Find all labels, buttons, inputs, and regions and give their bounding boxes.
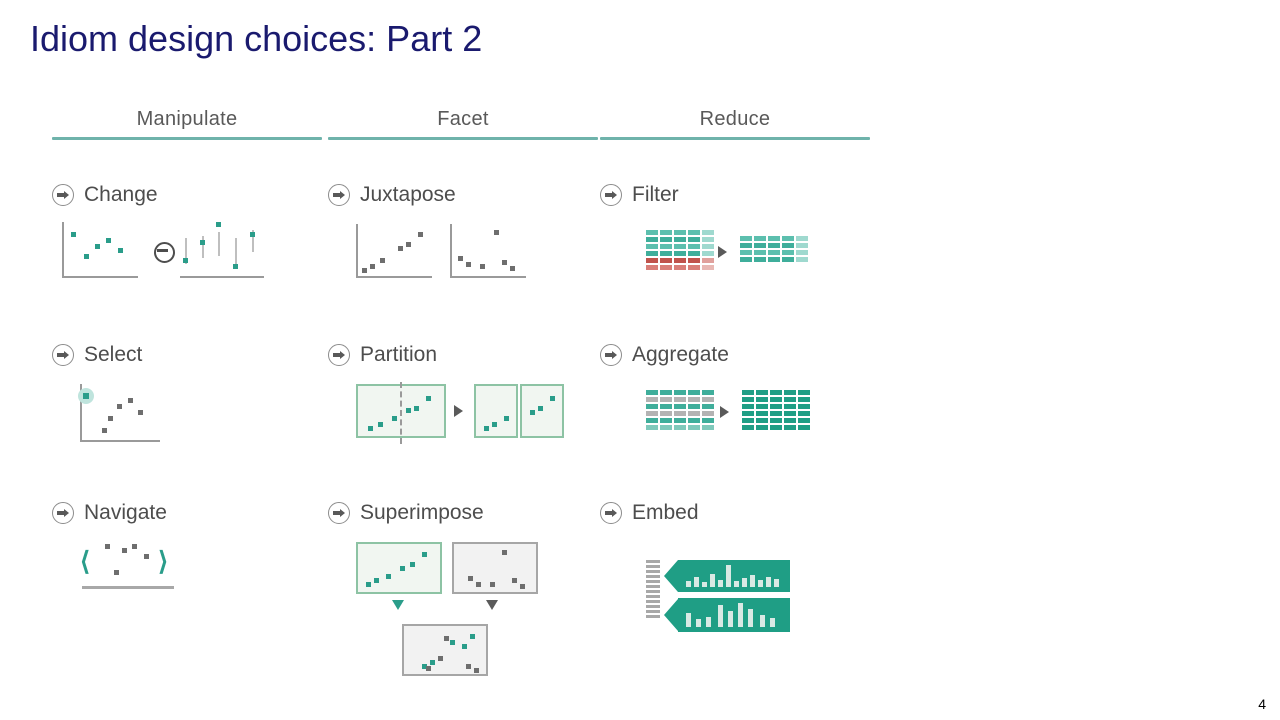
circled-right-arrow-icon xyxy=(600,184,622,206)
item-superimpose: Superimpose xyxy=(328,500,538,698)
column-rule xyxy=(600,137,870,140)
item-change: Change xyxy=(52,182,264,290)
column-rule xyxy=(328,137,598,140)
column-header-manipulate: Manipulate xyxy=(136,108,238,130)
selected-point-highlight xyxy=(78,388,94,404)
circled-right-arrow-icon xyxy=(52,502,74,524)
arrow-right-icon xyxy=(718,246,727,258)
circled-right-arrow-icon xyxy=(328,344,350,366)
chevron-left-icon: ⟨ xyxy=(80,546,91,576)
item-label-navigate: Navigate xyxy=(84,501,167,524)
item-label-embed: Embed xyxy=(632,501,699,524)
column-header-reduce: Reduce xyxy=(699,108,771,130)
figure-filter xyxy=(600,220,808,282)
figure-juxtapose xyxy=(328,220,526,292)
circled-right-arrow-icon xyxy=(52,184,74,206)
column-header-facet: Facet xyxy=(437,108,489,130)
item-juxtapose: Juxtapose xyxy=(328,182,526,292)
item-label-superimpose: Superimpose xyxy=(360,501,484,524)
embed-banner-bottom xyxy=(664,598,790,632)
figure-aggregate xyxy=(600,380,810,442)
circled-right-arrow-icon xyxy=(328,184,350,206)
figure-navigate: ⟨ ⟩ xyxy=(52,538,174,604)
figure-embed xyxy=(600,538,790,648)
item-label-filter: Filter xyxy=(632,183,679,206)
item-partition: Partition xyxy=(328,342,564,452)
column-reduce: Reduce Filter xyxy=(600,108,870,632)
column-facet: Facet Juxtapose xyxy=(328,108,598,676)
arrow-down-icon xyxy=(392,600,404,610)
circled-right-arrow-icon xyxy=(600,502,622,524)
item-label-partition: Partition xyxy=(360,343,438,366)
context-ticks xyxy=(646,560,660,620)
item-navigate: Navigate ⟨ ⟩ xyxy=(52,500,174,604)
circled-right-arrow-icon xyxy=(328,502,350,524)
embed-banner-top xyxy=(664,560,790,592)
figure-partition xyxy=(328,380,564,452)
item-aggregate: Aggregate xyxy=(600,342,810,442)
item-label-aggregate: Aggregate xyxy=(632,343,729,366)
figure-select xyxy=(52,380,160,452)
item-label-change: Change xyxy=(84,183,158,206)
table-detailed xyxy=(646,390,714,430)
item-filter: Filter xyxy=(600,182,808,282)
item-select: Select xyxy=(52,342,160,452)
figure-superimpose xyxy=(328,538,538,698)
circled-right-arrow-icon xyxy=(600,344,622,366)
item-label-select: Select xyxy=(84,343,143,366)
column-rule xyxy=(52,137,322,140)
arrow-down-icon xyxy=(486,600,498,610)
item-embed: Embed xyxy=(600,500,790,648)
page-title: Idiom design choices: Part 2 xyxy=(30,18,483,59)
arrow-right-icon xyxy=(720,406,729,418)
column-manipulate: Manipulate Change xyxy=(52,108,322,589)
table-before xyxy=(646,230,714,270)
item-label-juxtapose: Juxtapose xyxy=(360,183,456,206)
page-number: 4 xyxy=(1258,696,1266,712)
circled-right-arrow-icon xyxy=(52,344,74,366)
table-after xyxy=(740,236,808,262)
figure-change xyxy=(52,220,264,290)
change-glyph-icon xyxy=(154,242,175,263)
table-aggregated xyxy=(742,390,810,430)
chevron-right-icon: ⟩ xyxy=(158,546,169,576)
arrow-right-icon xyxy=(454,405,463,417)
